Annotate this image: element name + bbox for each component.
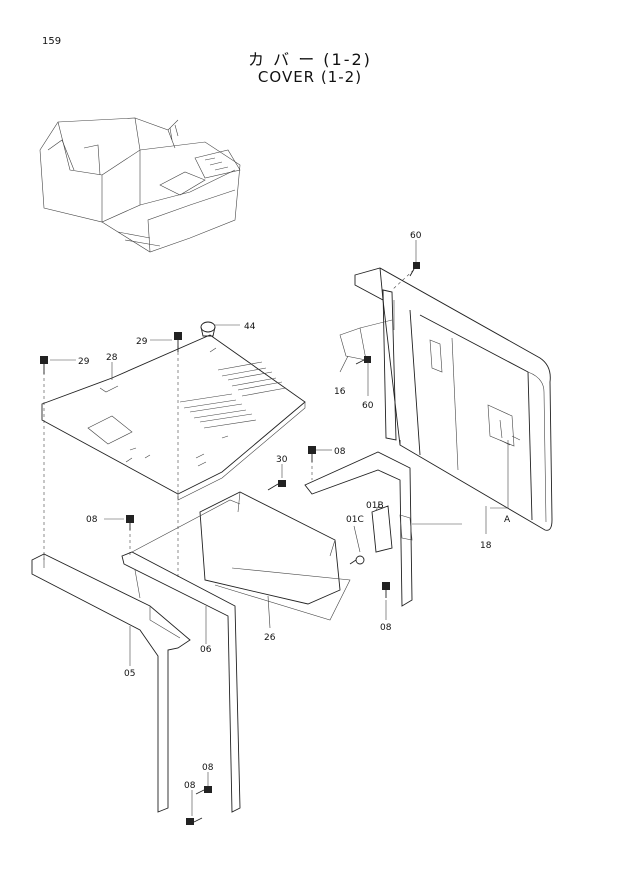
- frame-05: [31, 553, 191, 813]
- page-title-english: COVER (1-2): [257, 68, 363, 86]
- top-cover-plate-28: [41, 334, 306, 501]
- page-title-japanese: カ バ ー (1-2): [248, 50, 372, 69]
- callout-60-side: 60: [362, 401, 374, 411]
- bolt-01c: [349, 555, 365, 565]
- excavator-thumbnail: [39, 117, 241, 253]
- callout-60-top: 60: [410, 231, 422, 241]
- callout-29-b: 29: [78, 357, 90, 367]
- callout-30: 30: [276, 455, 288, 465]
- callout-labels: 60 44 29 29 28 16 60 08 30 01B 01C 08 26…: [78, 231, 511, 791]
- bolts: [40, 262, 420, 825]
- callout-01c: 01C: [346, 515, 364, 525]
- bolt-29-b: [40, 356, 48, 374]
- callout-26: 26: [264, 633, 276, 643]
- bolt-08-c: [382, 582, 390, 598]
- callout-08-c: 08: [380, 623, 392, 633]
- bolt-60-top: [409, 262, 420, 277]
- callout-44: 44: [244, 322, 256, 332]
- callout-05: 05: [124, 669, 135, 679]
- bolt-08-d: [195, 786, 212, 795]
- callout-08-a: 08: [334, 447, 346, 457]
- grommet-44: [200, 321, 216, 337]
- bolt-08-e: [186, 817, 203, 825]
- callout-28: 28: [106, 353, 118, 363]
- callout-29-a: 29: [136, 337, 148, 347]
- inner-panel-26: [199, 491, 351, 621]
- callout-18: 18: [480, 541, 492, 551]
- callout-08-d: 08: [202, 763, 214, 773]
- side-door-panel-18: [339, 267, 553, 531]
- page-number: 159: [42, 36, 62, 47]
- bolt-60-side: [355, 356, 371, 365]
- callout-08-b: 08: [86, 515, 98, 525]
- callout-06: 06: [200, 645, 212, 655]
- louvre-vents: [179, 361, 287, 429]
- frame-06: [121, 499, 241, 813]
- bolt-08-a: [308, 446, 316, 462]
- bolt-08-b: [126, 515, 134, 530]
- bolt-30: [267, 480, 286, 491]
- alignment-lines: [43, 265, 419, 580]
- bolt-29-a: [174, 332, 182, 352]
- callout-08-e: 08: [184, 781, 196, 791]
- callout-16: 16: [334, 387, 346, 397]
- right-bracket: [304, 451, 413, 607]
- leader-lines: [50, 240, 509, 816]
- callout-01b: 01B: [366, 501, 384, 511]
- callout-a: A: [504, 515, 511, 525]
